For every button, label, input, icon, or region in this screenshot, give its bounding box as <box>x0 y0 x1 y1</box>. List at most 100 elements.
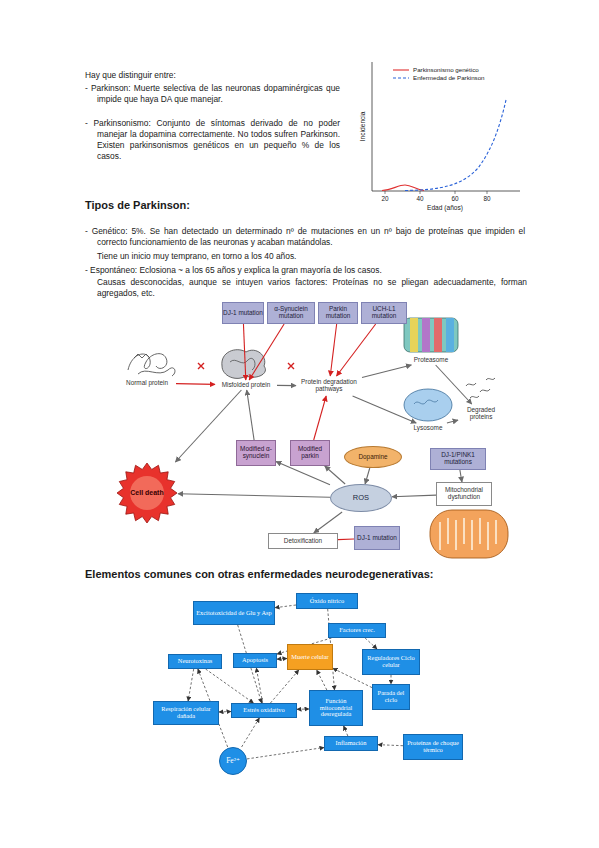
dashed-connector <box>242 718 260 747</box>
pathway-arrow <box>362 365 411 378</box>
body-text: Causas desconocidas, aunque se intuyen v… <box>97 277 527 299</box>
pathway-arrow <box>175 390 241 462</box>
outcome-box: Muerte celular <box>287 644 333 670</box>
process-box: Mitochondrial dysfunction <box>436 482 492 506</box>
node-text: Modified α-synuclein <box>237 446 275 459</box>
misfolded-illustration <box>222 350 266 379</box>
dashed-connector <box>256 668 262 703</box>
pathway-arrow <box>337 324 376 376</box>
dashed-connector <box>344 726 348 736</box>
axis-label: 60 <box>448 195 462 203</box>
node-text: Degraded proteins <box>458 407 504 420</box>
node-text: ROS <box>353 494 369 502</box>
pathway-arrow <box>330 324 336 376</box>
axis-label: 80 <box>480 195 494 203</box>
pathway-arrow <box>176 383 215 385</box>
dashed-connector <box>378 745 403 746</box>
node-text: Lysosome <box>414 425 443 432</box>
legend-line <box>393 69 409 70</box>
legend-text: Enfermedad de Parkinson <box>413 74 485 81</box>
peptide-fragment <box>470 396 479 398</box>
pathway-arrow <box>365 468 370 484</box>
network-box: Neurotoxinas <box>168 654 222 669</box>
x-mark <box>288 363 294 369</box>
dashed-connector <box>247 748 324 759</box>
axis-label: Incidencia <box>359 96 368 156</box>
legend-sample <box>392 67 410 73</box>
node-text: Reguladores Ciclo celular <box>363 655 419 668</box>
legend-entry: Parkinsonismo genético <box>392 66 479 73</box>
mutation-box: α-Synuclein mutation <box>267 302 315 324</box>
x-axis <box>372 191 520 192</box>
axis-label: 20 <box>378 195 392 203</box>
process-box: Detoxification <box>268 533 338 549</box>
axis-tick <box>455 191 456 194</box>
dashed-connector <box>206 669 254 703</box>
dashed-connector <box>270 670 298 703</box>
node-text: Fe²⁺ <box>226 757 240 765</box>
peptide-fragment <box>486 378 495 380</box>
network-box: Inflamación <box>324 736 378 751</box>
network-box: Apoptosis <box>233 653 277 668</box>
illustration-caption: Misfolded protein <box>215 380 277 390</box>
node-text: Excitotoxicidad de Glu y Asp <box>196 610 272 617</box>
dashed-connector <box>391 675 392 684</box>
network-box: Respiración celular dañada <box>153 701 219 725</box>
pathway-arrow <box>436 365 472 404</box>
node-text: Inflamación <box>336 740 367 747</box>
pathway-arrow <box>277 385 296 386</box>
legend-entry: Enfermedad de Parkinson <box>392 74 485 81</box>
node-text: Neurotoxinas <box>178 658 212 665</box>
proteasome-body <box>404 318 458 352</box>
node-text: UCH-L1 mutation <box>362 306 406 319</box>
network-box: Factores crec. <box>328 623 386 638</box>
peptide-fragment <box>466 383 476 386</box>
proteasome-ring <box>410 318 418 352</box>
y-axis <box>372 62 373 191</box>
axis-tick <box>385 191 386 194</box>
mutation-box: DJ-1 mutation <box>354 526 400 550</box>
modified-protein-box: Modified parkin <box>290 440 330 466</box>
node-text: DJ-1 mutation <box>357 535 397 542</box>
node-text: Misfolded protein <box>222 382 271 389</box>
legend-sample <box>392 75 410 81</box>
dashed-connector <box>188 669 194 701</box>
axis-label: Edad (años) <box>410 204 480 213</box>
legend-line <box>393 77 409 78</box>
lysosome-illustration <box>404 389 452 421</box>
node-text: Protein degradation pathways <box>296 379 362 392</box>
body-text: - Genético: 5%. Se han detectado un dete… <box>85 226 525 248</box>
burst-core <box>130 476 164 510</box>
illustration-caption: Protein degradation pathways <box>296 376 362 396</box>
network-box: Excitotoxicidad de Glu y Asp <box>193 601 275 625</box>
section-heading: Tipos de Parkinson: <box>85 198 385 213</box>
node-text: Mitochondrial dysfunction <box>437 487 491 500</box>
pathway-arrow <box>247 390 254 440</box>
node-text: Apoptosis <box>242 657 268 664</box>
inhibition-mark <box>198 363 328 543</box>
proteasome-ring <box>434 318 442 352</box>
illustration-caption: Degraded proteins <box>458 404 504 424</box>
axis-tick <box>487 191 488 194</box>
pathway-arrow <box>249 324 284 380</box>
proteasome-ring <box>422 318 430 352</box>
node-text: Dopamine <box>358 454 387 461</box>
peptide-fragment <box>480 389 490 392</box>
network-box: Función mitocondrial desregulada <box>309 690 363 726</box>
pathway-arrow <box>392 495 436 497</box>
pathway-arrow <box>353 396 417 423</box>
pathway-arrow <box>338 538 354 540</box>
axis-label: 40 <box>413 195 427 203</box>
body-text: - Parkinsonismo: Conjunto de síntomas de… <box>85 118 340 162</box>
legend-text: Parkinsonismo genético <box>413 66 479 73</box>
ros-oval: ROS <box>330 484 392 512</box>
pathway-arrow <box>178 494 330 498</box>
network-box: Parada del ciclo <box>372 684 410 710</box>
pathway-arrow <box>460 470 462 482</box>
node-text: DJ-1/PINK1 mutations <box>431 452 485 465</box>
protein-chain <box>230 358 255 370</box>
modified-protein-box: Modified α-synuclein <box>236 440 276 466</box>
network-box: Óxido nítrico <box>296 593 358 609</box>
node-text: DJ-1 mutation <box>223 310 263 317</box>
